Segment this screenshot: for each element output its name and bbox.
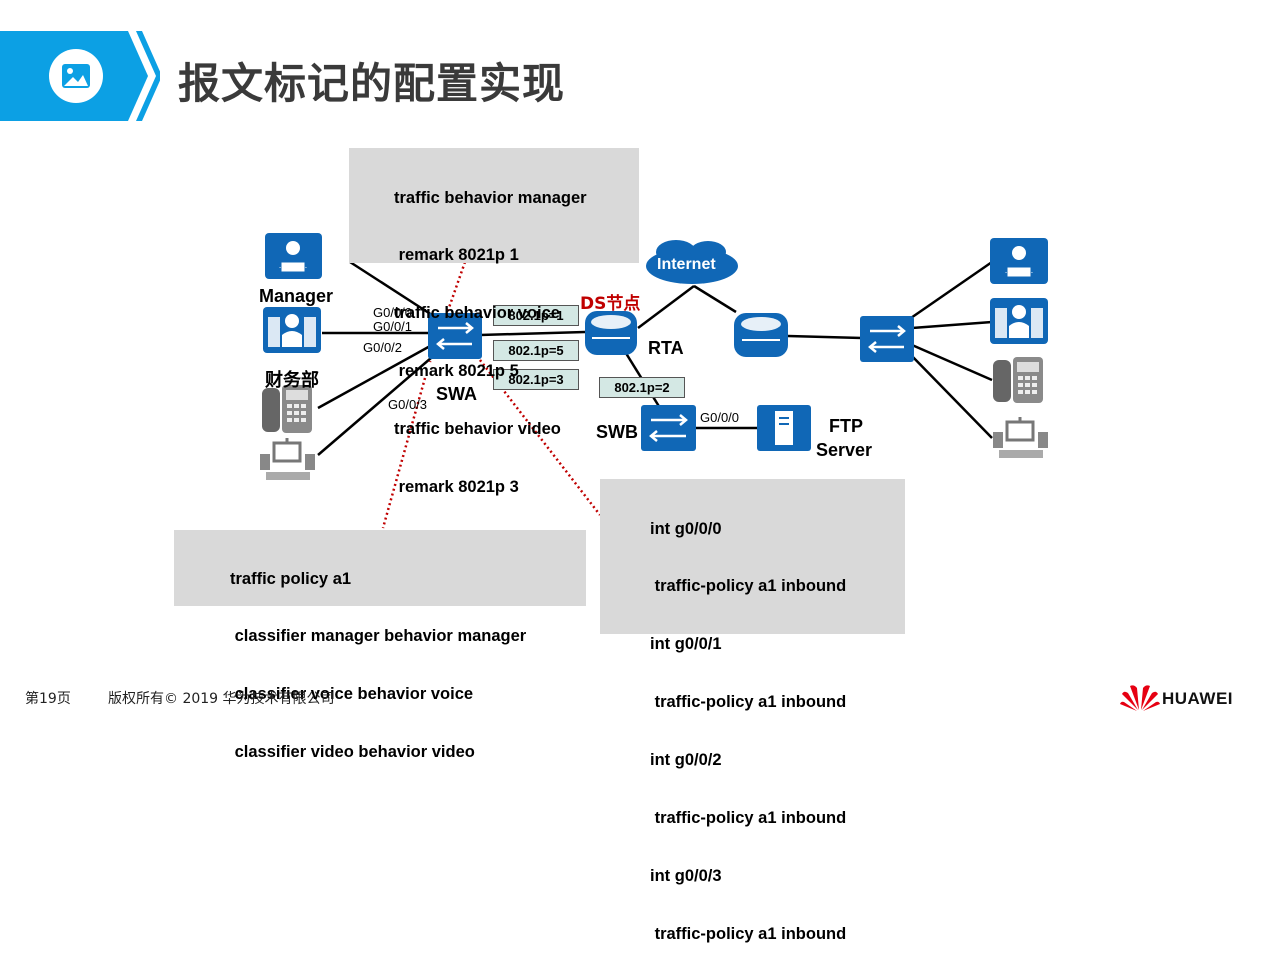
ftp-label: FTP <box>829 416 863 436</box>
network-diagram <box>260 233 1048 529</box>
title-banner <box>0 31 162 121</box>
port-label-g002: G0/0/2 <box>363 340 403 355</box>
remote-staff-icon <box>990 298 1048 344</box>
internet-cloud-icon <box>646 240 738 284</box>
config-line: remark 8021p 3 <box>394 478 519 497</box>
port-label-g003: G0/0/3 <box>388 397 428 412</box>
config-line: int g0/0/3 <box>650 866 722 885</box>
tag-8021p-2: 802.1p=2 <box>599 377 685 398</box>
config-line: classifier manager behavior manager <box>230 627 527 646</box>
config-line: traffic behavior voice <box>394 304 560 323</box>
manager-label: Manager <box>259 286 334 306</box>
tag-8021p-3: 802.1p=3 <box>493 369 579 390</box>
server-label: Server <box>816 440 873 460</box>
ftp-server-icon <box>757 405 811 451</box>
behavior-config-box: traffic behavior manager remark 8021p 1 … <box>349 148 639 496</box>
rta-label: RTA <box>648 338 684 358</box>
page-number: 第19页 <box>25 691 71 707</box>
config-line: traffic behavior manager <box>394 188 587 207</box>
interface-config-box: int g0/0/0 traffic-policy a1 inbound int… <box>600 479 905 943</box>
config-line: traffic-policy a1 inbound <box>650 924 847 943</box>
swb-switch-icon <box>641 405 696 451</box>
swb-label: SWB <box>596 422 638 442</box>
config-line: int g0/0/2 <box>650 751 722 770</box>
config-line: traffic-policy a1 inbound <box>650 693 847 712</box>
remote-user-icon <box>990 238 1048 284</box>
policy-config-box: traffic policy a1 classifier manager beh… <box>174 530 586 761</box>
swa-label: SWA <box>436 384 478 404</box>
remote-terminal-icon <box>993 417 1048 458</box>
internet-label: Internet <box>657 256 716 273</box>
config-line: int g0/0/0 <box>650 519 722 538</box>
copyright-text: 版权所有© 2019 华为技术有限公司 <box>108 691 335 707</box>
config-line: traffic behavior video <box>394 420 561 439</box>
manager-user-icon <box>265 233 322 279</box>
image-icon <box>49 49 103 103</box>
rta-router-icon <box>585 311 637 355</box>
swb-port-label: G0/0/0 <box>700 410 740 425</box>
config-line: remark 8021p 5 <box>394 362 519 381</box>
port-label-g001: G0/0/1 <box>373 319 413 334</box>
swa-switch-icon <box>428 313 482 359</box>
config-line: int g0/0/1 <box>650 635 722 654</box>
finance-label: 财务部 <box>265 370 319 391</box>
huawei-logo-icon <box>1120 682 1160 719</box>
tag-8021p-1: 802.1p=1 <box>493 305 579 326</box>
remote-switch-icon <box>860 316 914 362</box>
video-terminal-icon <box>260 438 315 480</box>
brand-name: HUAWEI <box>1162 689 1233 708</box>
staff-user-icon <box>263 307 321 353</box>
tag-8021p-5: 802.1p=5 <box>493 340 579 361</box>
config-line: traffic-policy a1 inbound <box>650 577 847 596</box>
remote-router-icon <box>734 313 788 357</box>
config-line: traffic-policy a1 inbound <box>650 809 847 828</box>
ds-node-label: DS节点 <box>580 294 641 314</box>
config-line: classifier voice behavior voice <box>230 685 474 704</box>
config-line: remark 8021p 1 <box>394 246 519 265</box>
ip-phone-icon <box>262 385 312 433</box>
config-line: classifier video behavior video <box>230 743 475 762</box>
page-title: 报文标记的配置实现 <box>178 59 566 108</box>
port-label-g000: G0/0/0 <box>373 305 413 320</box>
config-line: traffic policy a1 <box>230 569 352 588</box>
remote-phone-icon <box>993 357 1043 403</box>
